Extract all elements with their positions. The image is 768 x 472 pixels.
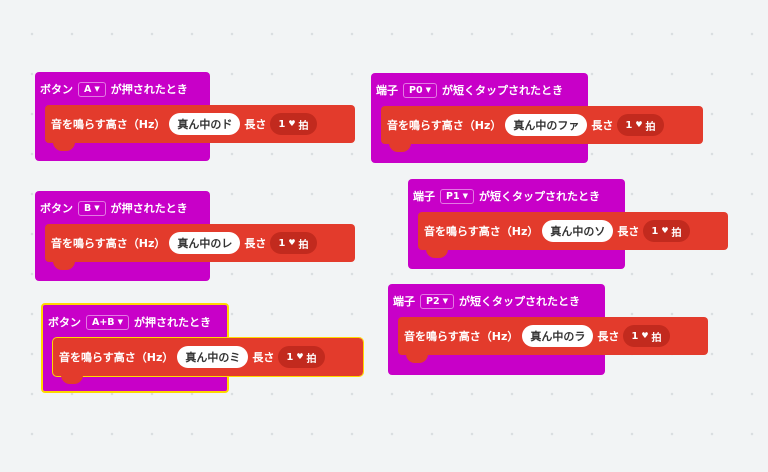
beat-dropdown[interactable]: 1♥拍 xyxy=(623,325,670,347)
event-prefix: 端子 xyxy=(413,190,435,203)
note-field[interactable]: 真ん中のソ xyxy=(542,220,614,242)
note-field[interactable]: 真ん中のラ xyxy=(522,325,594,347)
beat-dropdown[interactable]: 1♥拍 xyxy=(270,113,317,135)
play-tone-label: 音を鳴らす高さ（Hz） xyxy=(404,330,519,343)
event-block-pin-p0[interactable]: 端子 P0▼ が短くタップされたとき 音を鳴らす高さ（Hz） 真ん中のファ 長さ… xyxy=(371,73,703,163)
play-tone-block[interactable]: 音を鳴らす高さ（Hz） 真ん中のラ 長さ 1♥拍 xyxy=(398,317,708,363)
length-label: 長さ xyxy=(617,225,640,238)
event-suffix: が押されたとき xyxy=(110,202,188,215)
button-selector-dropdown[interactable]: A▼ xyxy=(78,81,106,97)
heart-icon: ♥ xyxy=(288,238,296,247)
chevron-down-icon: ▼ xyxy=(462,191,468,200)
beat-dropdown[interactable]: 1♥拍 xyxy=(617,114,664,136)
event-suffix: が短くタップされたとき xyxy=(458,295,580,308)
heart-icon: ♥ xyxy=(635,120,643,129)
note-field[interactable]: 真ん中のファ xyxy=(505,114,588,136)
event-block-pin-p1[interactable]: 端子 P1▼ が短くタップされたとき 音を鳴らす高さ（Hz） 真ん中のソ 長さ … xyxy=(408,179,728,269)
note-field[interactable]: 真ん中のド xyxy=(169,113,241,135)
length-label: 長さ xyxy=(244,237,267,250)
length-label: 長さ xyxy=(244,118,267,131)
play-tone-block[interactable]: 音を鳴らす高さ（Hz） 真ん中のファ 長さ 1♥拍 xyxy=(381,106,703,152)
chevron-down-icon: ▼ xyxy=(425,85,431,94)
beat-dropdown[interactable]: 1♥拍 xyxy=(270,232,317,254)
event-suffix: が短くタップされたとき xyxy=(441,84,563,97)
play-tone-block[interactable]: 音を鳴らす高さ（Hz） 真ん中のソ 長さ 1♥拍 xyxy=(418,212,728,258)
play-tone-label: 音を鳴らす高さ（Hz） xyxy=(59,351,174,364)
heart-icon: ♥ xyxy=(661,226,669,235)
play-tone-label: 音を鳴らす高さ（Hz） xyxy=(424,225,539,238)
play-tone-block[interactable]: 音を鳴らす高さ（Hz） 真ん中のレ 長さ 1♥拍 xyxy=(45,224,355,270)
event-prefix: ボタン xyxy=(40,202,73,215)
event-block-button-a[interactable]: ボタン A▼ が押されたとき 音を鳴らす高さ（Hz） 真ん中のド 長さ 1♥拍 xyxy=(35,72,355,161)
heart-icon: ♥ xyxy=(296,352,304,361)
length-label: 長さ xyxy=(597,330,620,343)
event-block-button-b[interactable]: ボタン B▼ が押されたとき 音を鳴らす高さ（Hz） 真ん中のレ 長さ 1♥拍 xyxy=(35,191,355,281)
play-tone-label: 音を鳴らす高さ（Hz） xyxy=(387,119,502,132)
pin-selector-dropdown[interactable]: P0▼ xyxy=(403,82,437,98)
button-selector-dropdown[interactable]: A+B▼ xyxy=(86,314,129,330)
length-label: 長さ xyxy=(591,119,614,132)
play-tone-label: 音を鳴らす高さ（Hz） xyxy=(51,237,166,250)
event-block-button-ab[interactable]: ボタン A+B▼ が押されたとき 音を鳴らす高さ（Hz） 真ん中のミ 長さ 1♥… xyxy=(41,303,364,393)
note-field[interactable]: 真ん中のミ xyxy=(177,346,249,368)
heart-icon: ♥ xyxy=(288,119,296,128)
event-suffix: が押されたとき xyxy=(133,316,211,329)
pin-selector-dropdown[interactable]: P2▼ xyxy=(420,293,454,309)
event-prefix: ボタン xyxy=(40,83,73,96)
heart-icon: ♥ xyxy=(641,331,649,340)
chevron-down-icon: ▼ xyxy=(117,317,123,326)
play-tone-label: 音を鳴らす高さ（Hz） xyxy=(51,118,166,131)
chevron-down-icon: ▼ xyxy=(442,296,448,305)
play-tone-block[interactable]: 音を鳴らす高さ（Hz） 真ん中のド 長さ 1♥拍 xyxy=(45,105,355,151)
beat-dropdown[interactable]: 1♥拍 xyxy=(278,346,325,368)
event-block-pin-p2[interactable]: 端子 P2▼ が短くタップされたとき 音を鳴らす高さ（Hz） 真ん中のラ 長さ … xyxy=(388,284,708,375)
event-prefix: ボタン xyxy=(48,316,81,329)
play-tone-block[interactable]: 音を鳴らす高さ（Hz） 真ん中のミ 長さ 1♥拍 xyxy=(52,337,364,384)
button-selector-dropdown[interactable]: B▼ xyxy=(78,200,106,216)
note-field[interactable]: 真ん中のレ xyxy=(169,232,241,254)
event-suffix: が短くタップされたとき xyxy=(478,190,600,203)
pin-selector-dropdown[interactable]: P1▼ xyxy=(440,188,474,204)
beat-dropdown[interactable]: 1♥拍 xyxy=(643,220,690,242)
length-label: 長さ xyxy=(252,351,275,364)
chevron-down-icon: ▼ xyxy=(94,84,100,93)
event-prefix: 端子 xyxy=(376,84,398,97)
chevron-down-icon: ▼ xyxy=(94,203,100,212)
event-suffix: が押されたとき xyxy=(110,83,188,96)
event-prefix: 端子 xyxy=(393,295,415,308)
